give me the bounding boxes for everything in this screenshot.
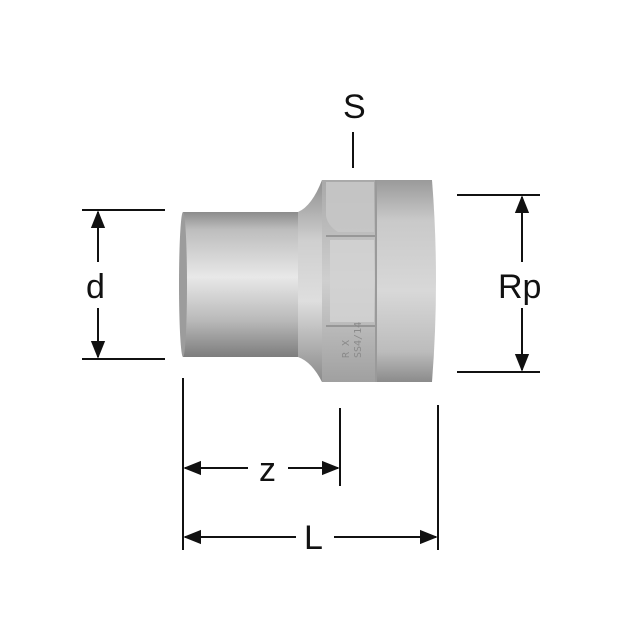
engraving-line-1: R X <box>341 340 352 358</box>
tube-end-face <box>179 212 187 357</box>
label-rp: Rp <box>498 268 541 306</box>
label-d: d <box>86 268 105 306</box>
length-dimensions: z L <box>182 378 439 557</box>
tube-section <box>183 212 300 357</box>
taper-section <box>298 180 322 382</box>
threaded-cap <box>376 180 436 382</box>
fitting-body: R X SS4/14 <box>179 180 436 382</box>
hex-flat-top <box>326 182 374 232</box>
label-s: S <box>343 88 366 126</box>
d-dimension: d <box>82 209 165 360</box>
label-z: z <box>259 451 276 489</box>
engraving-line-2: SS4/14 <box>353 322 364 358</box>
rp-dimension: Rp <box>457 194 541 373</box>
label-l: L <box>304 519 323 557</box>
engraving: R X SS4/14 <box>341 322 364 358</box>
s-dimension: S <box>343 88 366 168</box>
hex-flat-middle <box>330 240 374 322</box>
